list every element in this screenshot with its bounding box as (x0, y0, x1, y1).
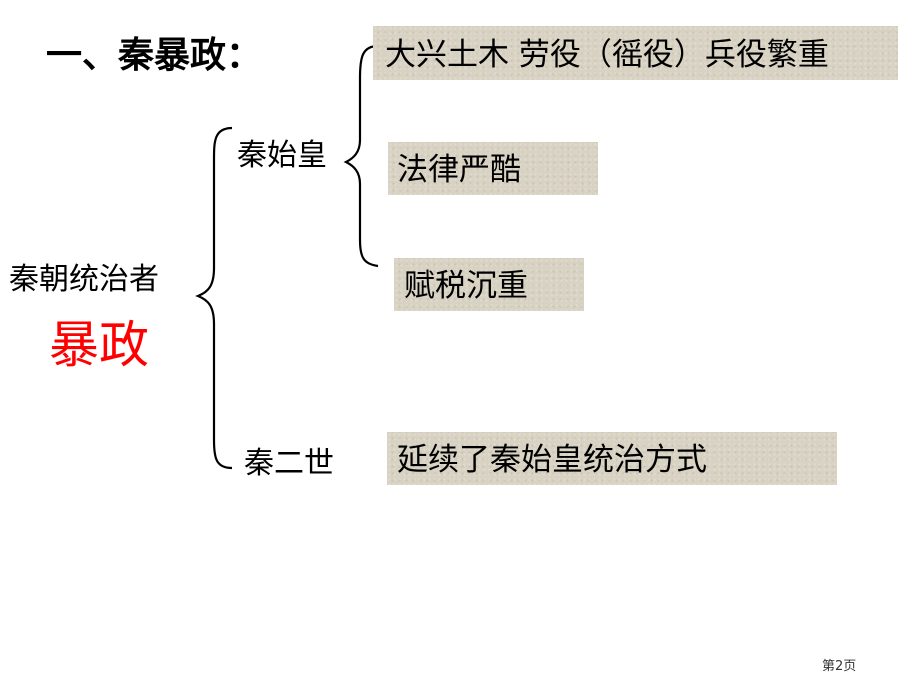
policy-box-harsh-laws: 法律严酷 (388, 142, 598, 195)
policy-box-continuation: 延续了秦始皇统治方式 (387, 432, 837, 485)
slide-title: 一、秦暴政： (46, 35, 263, 76)
root-highlight: 暴政 (49, 316, 149, 374)
root-label: 秦朝统治者 (9, 262, 159, 297)
root-brace (195, 126, 233, 470)
ruler-name-qinshihuang: 秦始皇 (237, 138, 327, 173)
policy-box-construction: 大兴土木 劳役（徭役）兵役繁重 (373, 26, 898, 80)
ruler-name-qinershi: 秦二世 (244, 446, 334, 481)
policy-box-heavy-taxes: 赋税沉重 (394, 258, 584, 311)
ruler-brace (343, 44, 379, 268)
page-number: 第2页 (822, 659, 857, 674)
